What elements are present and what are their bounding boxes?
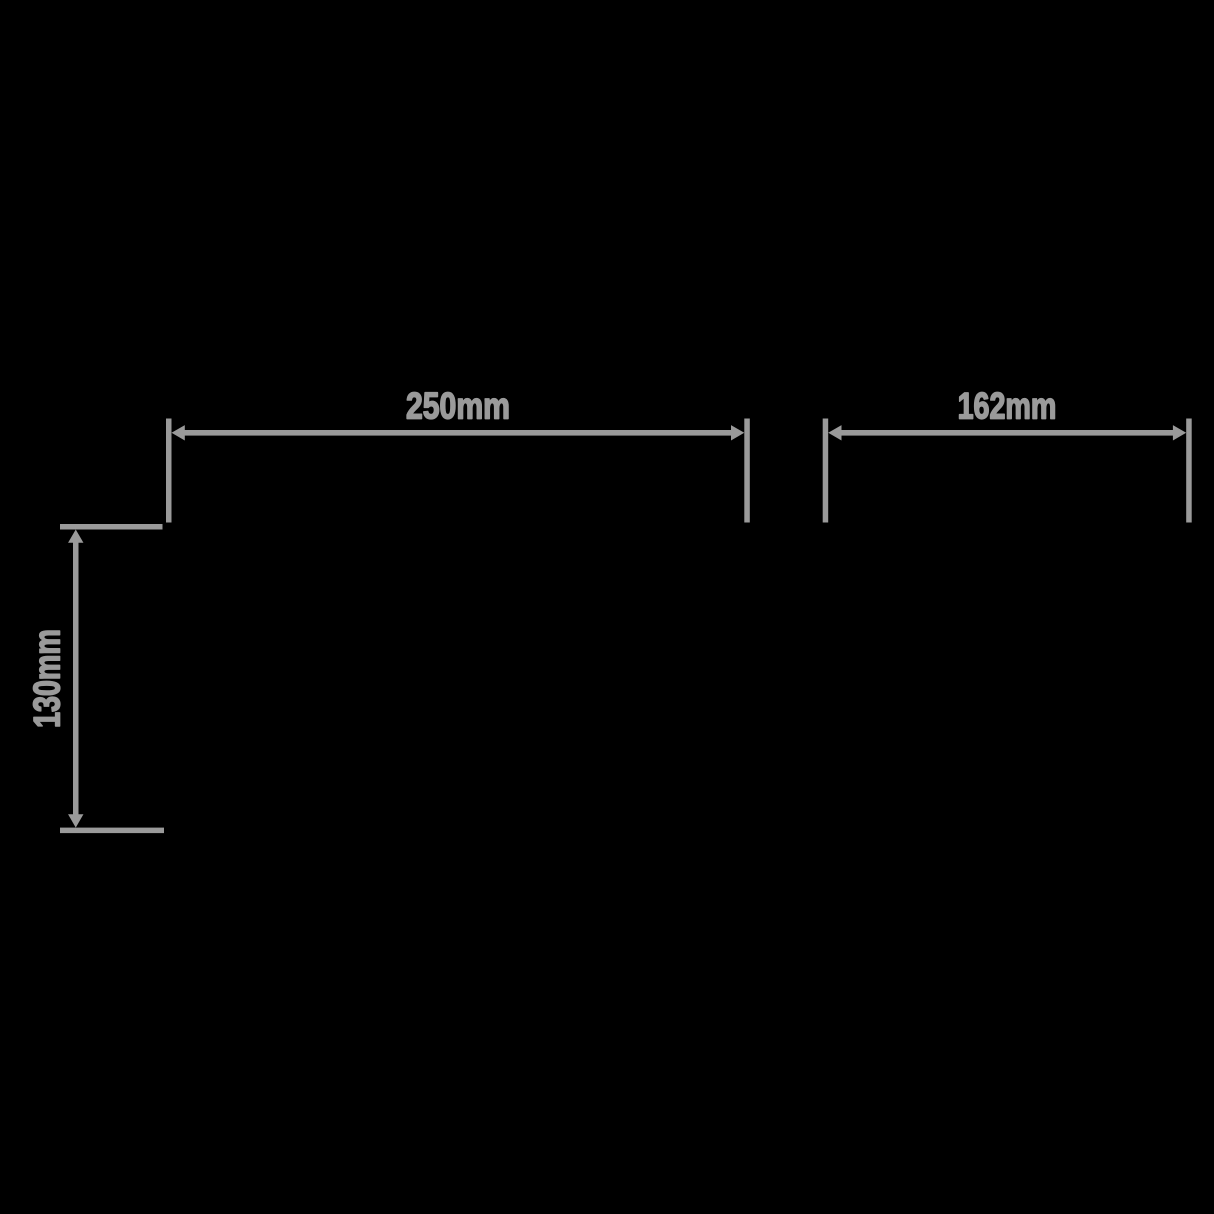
- svg-text:130mm: 130mm: [27, 629, 68, 728]
- svg-text:162mm: 162mm: [958, 386, 1057, 427]
- svg-text:250mm: 250mm: [406, 386, 510, 428]
